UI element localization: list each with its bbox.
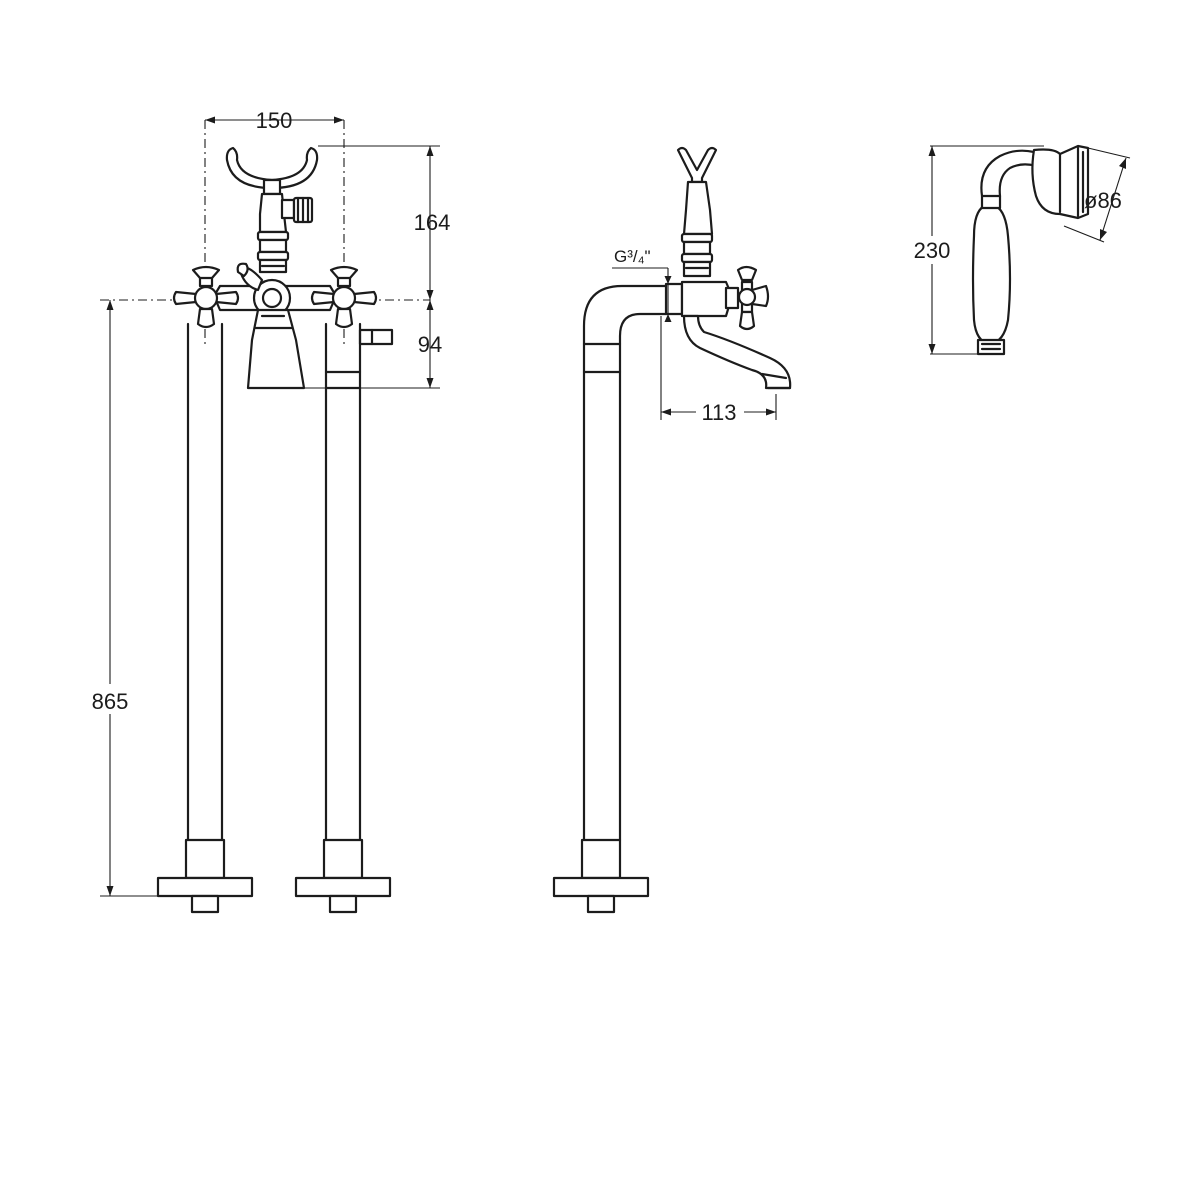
dimension-164: 164 [318, 145, 451, 300]
hand-shower-view: 230 ø86 [908, 144, 1131, 356]
dimension-230-label: 230 [914, 238, 951, 263]
hand-shower-handle [971, 204, 1012, 346]
shower-cradle [225, 146, 319, 190]
dimension-865-label: 865 [92, 689, 129, 714]
dimension-94: 94 [300, 300, 442, 389]
side-cross-handle [736, 265, 770, 331]
cross-handle-left [172, 265, 240, 329]
dimension-thread: G³/₄" [612, 247, 672, 322]
hand-shower-neck [980, 149, 1036, 198]
leg-right [294, 322, 392, 914]
side-view: G³/₄" 113 [552, 146, 792, 914]
dimension-94-label: 94 [418, 332, 442, 357]
dimension-150: 150 [205, 108, 344, 133]
front-view: 150 164 94 865 [84, 108, 451, 914]
side-riser [582, 284, 668, 842]
dimension-113-label: 113 [701, 400, 736, 425]
cross-handle-right [310, 265, 378, 329]
dimension-113: 113 [660, 316, 777, 426]
front-spout [246, 308, 306, 390]
thread-label: G³/₄" [614, 247, 651, 266]
side-column [682, 180, 714, 236]
side-cradle [676, 146, 718, 184]
dimension-164-label: 164 [414, 210, 451, 235]
lever-knob [236, 262, 249, 278]
dimension-230: 230 [908, 145, 1044, 355]
side-spout [682, 314, 792, 390]
dimension-150-label: 150 [256, 108, 293, 133]
leg-left [156, 322, 254, 914]
dimension-86-label: ø86 [1084, 188, 1122, 213]
dimension-diameter-86: ø86 [1063, 147, 1131, 243]
dimension-865: 865 [84, 300, 158, 897]
